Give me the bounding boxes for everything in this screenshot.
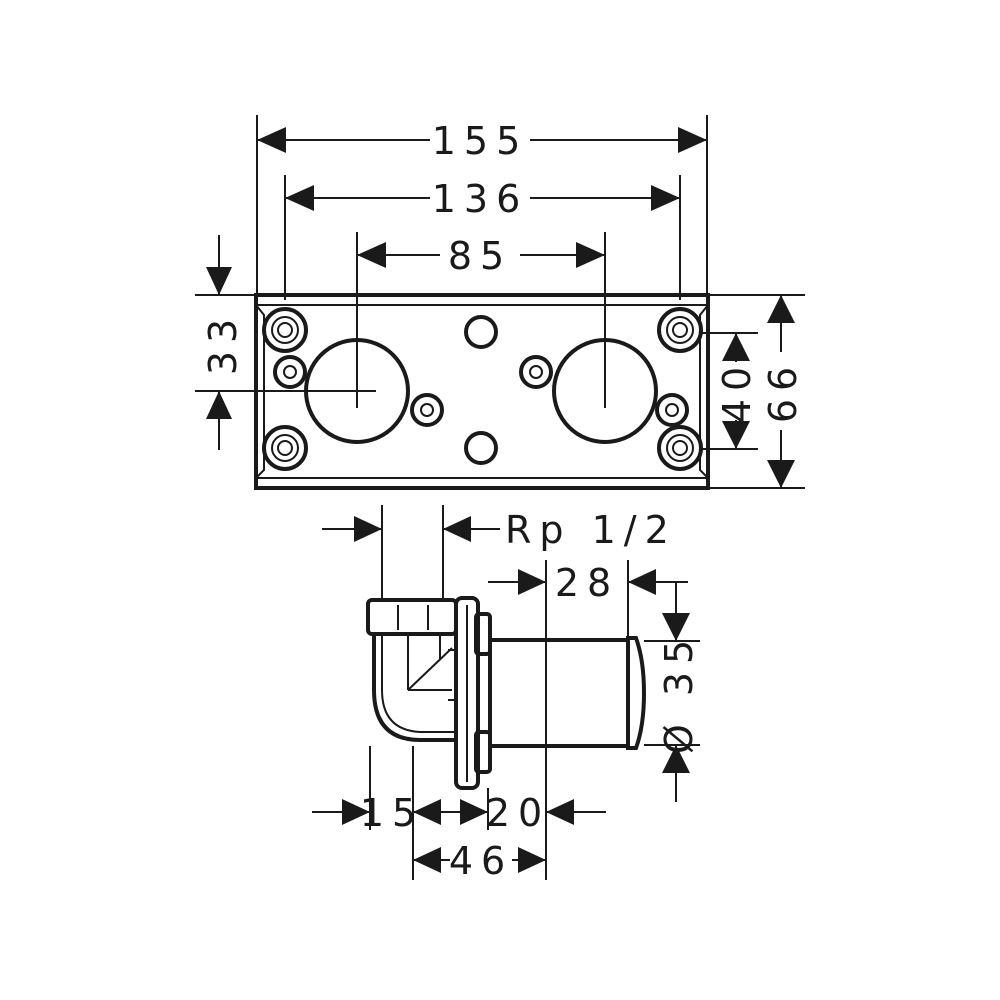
dimension-28: 28 <box>488 561 688 605</box>
sleeve-cylinder <box>488 636 647 750</box>
top-view: 155 136 85 33 <box>195 115 805 490</box>
dimension-33: 33 <box>201 235 245 450</box>
dim-label-15: 15 <box>360 791 424 835</box>
fixing-screw <box>655 393 689 427</box>
dimension-15-20: 15 20 <box>312 791 606 835</box>
dimension-46: 46 <box>413 839 546 883</box>
fixing-screw <box>410 393 444 427</box>
dim-label-85: 85 <box>448 234 512 278</box>
dimension-155: 155 <box>257 119 707 163</box>
dimension-rp-thread: Rp 1/2 <box>322 508 677 552</box>
dim-label-40: 40 <box>715 359 759 423</box>
extension-lines <box>195 115 805 489</box>
dim-label-28: 28 <box>555 561 619 605</box>
corner-screw-hole <box>262 307 308 353</box>
dim-label-rp: Rp 1/2 <box>505 508 677 552</box>
corner-screw-hole <box>262 425 308 471</box>
center-hole <box>464 315 498 349</box>
dimension-85: 85 <box>357 234 605 278</box>
dim-label-46: 46 <box>449 839 513 883</box>
corner-screw-hole <box>657 425 703 471</box>
dimension-136: 136 <box>285 177 680 221</box>
dimension-40: 40 <box>715 333 759 449</box>
dim-label-66: 66 <box>761 359 805 423</box>
side-view: Rp 1/2 28 Ø 35 15 20 <box>312 505 701 883</box>
dimension-66: 66 <box>761 295 805 488</box>
dim-label-diameter: Ø 35 <box>657 632 701 754</box>
dimension-diameter-35: Ø 35 <box>657 582 701 802</box>
fixing-screw <box>519 355 553 389</box>
corner-screw-hole <box>657 307 703 353</box>
fixing-screw <box>273 355 307 389</box>
center-hole <box>464 431 498 465</box>
dim-label-33: 33 <box>201 311 245 375</box>
elbow-body <box>366 598 458 742</box>
dim-label-155: 155 <box>432 119 529 163</box>
dim-label-20: 20 <box>486 791 550 835</box>
dim-label-136: 136 <box>432 177 529 221</box>
flange-bracket <box>448 596 492 790</box>
